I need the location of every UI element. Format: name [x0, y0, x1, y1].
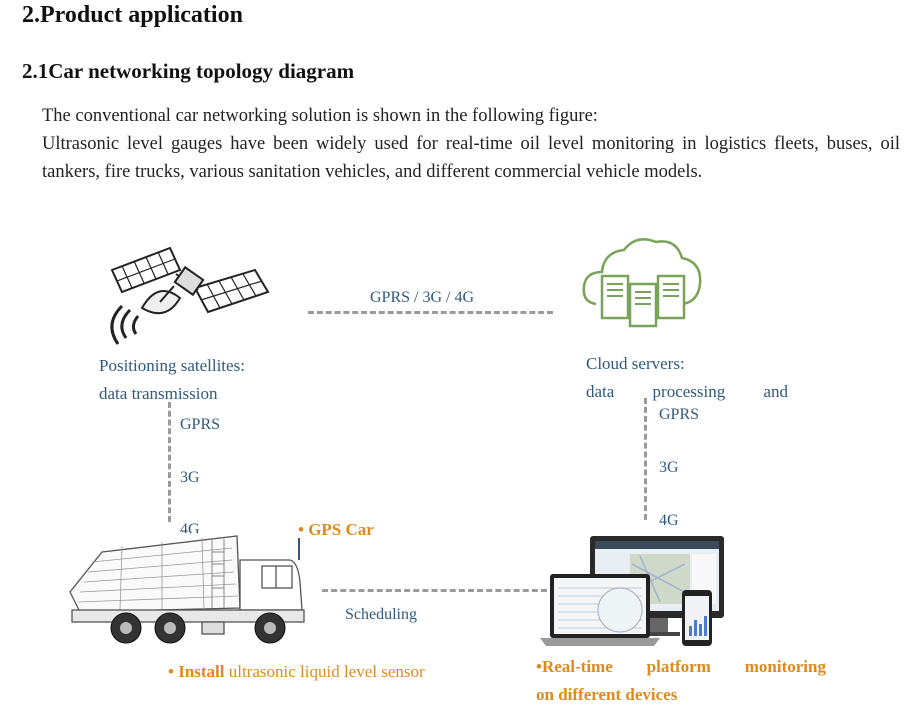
satellite-label-line-2: data transmission [99, 384, 218, 403]
cloud-label-line-1: Cloud servers: [586, 354, 685, 373]
cloud-word-3: and [763, 382, 788, 401]
left-link-dashed-line [168, 402, 171, 522]
left-link-label-3: 4G [180, 521, 200, 533]
intro-line-2: Ultrasonic level gauges have been widely… [42, 134, 900, 182]
install-bold: • Install [168, 662, 225, 681]
install-rest: ultrasonic liquid level sensor [224, 662, 425, 681]
gps-car-label: • GPS Car [298, 520, 374, 539]
satellite-icon [110, 246, 270, 345]
cloud-label: Cloud servers: data processing and [586, 350, 788, 406]
top-link-dashed-line [308, 311, 553, 314]
subsection-heading: 2.1Car networking topology diagram [22, 59, 355, 83]
cloud-server-icon [582, 238, 702, 328]
bottom-link-dashed-line [322, 589, 547, 592]
garbage-truck-illustration [69, 535, 305, 644]
platform-label: •Real-time platform monitoring on differ… [536, 653, 826, 709]
top-link-label: GPRS / 3G / 4G [370, 289, 475, 306]
install-sensor-label: • Install ultrasonic liquid level sensor [168, 662, 425, 682]
intro-line-1: The conventional car networking solution… [42, 106, 598, 126]
satellite-label-line-1: Positioning satellites: [99, 356, 245, 375]
satellite-label: Positioning satellites: data transmissio… [99, 352, 245, 408]
cloud-label-line-2: data processing and [586, 378, 788, 406]
right-link-label-2: 3G [659, 459, 679, 476]
platform-word-1: •Real-time [536, 657, 613, 676]
platform-label-line-1: •Real-time platform monitoring [536, 653, 826, 681]
platform-word-2: platform [646, 657, 711, 676]
gps-car-pointer [298, 538, 300, 560]
platform-label-line-2: on different devices [536, 685, 678, 704]
left-link-label-2: 3G [180, 469, 200, 486]
left-link-label-1: GPRS [180, 416, 221, 433]
bottom-link-label: Scheduling [345, 606, 417, 623]
intro-paragraph: The conventional car networking solution… [42, 102, 900, 186]
devices-illustration [540, 536, 724, 646]
right-link-label-3: 4G [659, 512, 679, 529]
platform-word-3: monitoring [744, 657, 826, 676]
cloud-word-2: processing [652, 382, 726, 401]
right-link-label-1: GPRS [659, 406, 700, 423]
section-heading: 2.Product application [22, 2, 243, 28]
right-link-dashed-line [644, 398, 647, 520]
cloud-word-1: data [586, 382, 615, 401]
